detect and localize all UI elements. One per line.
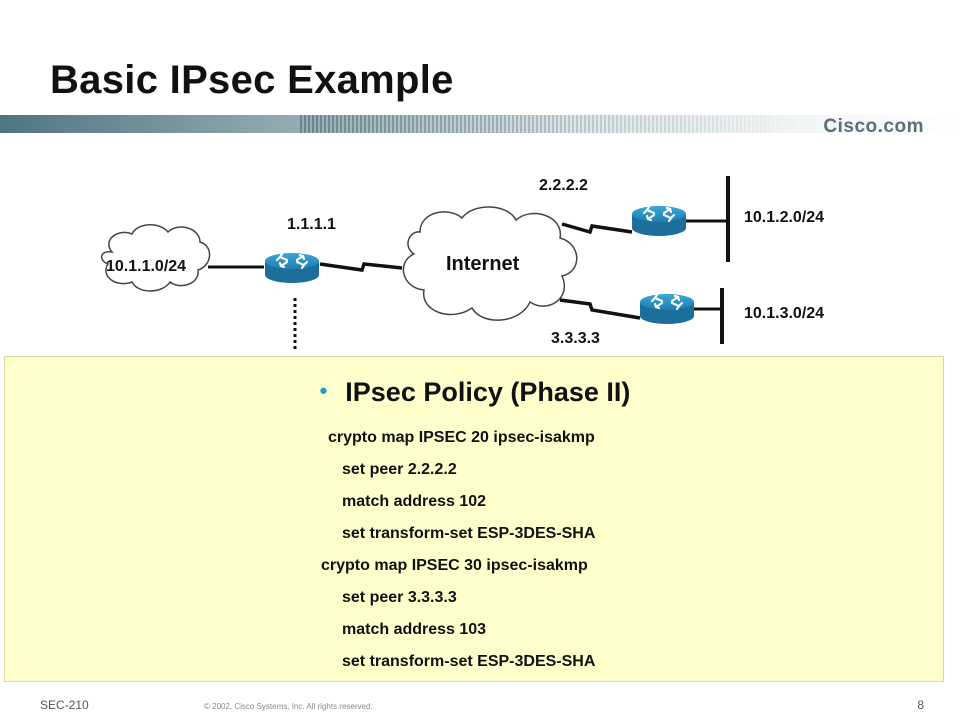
policy-line: match address 103 bbox=[342, 621, 487, 638]
network-bottom-label: 10.1.3.0/24 bbox=[744, 305, 825, 322]
router-bottom-ip: 3.3.3.3 bbox=[551, 330, 600, 347]
policy-line: crypto map IPSEC 30 ipsec-isakmp bbox=[321, 557, 588, 574]
header-band bbox=[0, 115, 960, 133]
page-number: 8 bbox=[917, 698, 924, 712]
router-icon bbox=[630, 204, 688, 238]
slide-id: SEC-210 bbox=[40, 698, 89, 712]
policy-line: set peer 2.2.2.2 bbox=[342, 461, 457, 478]
policy-line: set peer 3.3.3.3 bbox=[342, 589, 457, 606]
policy-line: crypto map IPSEC 20 ipsec-isakmp bbox=[328, 429, 595, 446]
serial-link-icon bbox=[561, 222, 633, 235]
policy-line: match address 102 bbox=[342, 493, 487, 510]
router-top-ip: 2.2.2.2 bbox=[539, 177, 588, 194]
policy-line: set transform-set ESP-3DES-SHA bbox=[342, 525, 596, 542]
cloud-icon bbox=[402, 206, 578, 321]
router-icon bbox=[263, 251, 321, 285]
serial-link-icon bbox=[559, 298, 641, 320]
network-top-label: 10.1.2.0/24 bbox=[744, 209, 825, 226]
router-icon bbox=[638, 292, 696, 326]
policy-heading-text: IPsec Policy (Phase II) bbox=[345, 377, 631, 407]
bullet-icon: • bbox=[319, 378, 328, 403]
serial-link-icon bbox=[319, 262, 403, 272]
lan-cloud-left bbox=[100, 224, 211, 292]
policy-line: set transform-set ESP-3DES-SHA bbox=[342, 653, 596, 670]
policy-heading: • IPsec Policy (Phase II) bbox=[5, 377, 945, 408]
internet-label: Internet bbox=[446, 253, 520, 275]
lan-left-label: 10.1.1.0/24 bbox=[106, 258, 187, 275]
brand-logo-text: Cisco.com bbox=[823, 116, 924, 137]
page-title: Basic IPsec Example bbox=[50, 58, 454, 102]
policy-panel: • IPsec Policy (Phase II) crypto map IPSE… bbox=[4, 356, 944, 682]
router-left-ip: 1.1.1.1 bbox=[287, 216, 336, 233]
network-diagram bbox=[100, 176, 730, 352]
copyright: © 2002, Cisco Systems, Inc. All rights r… bbox=[204, 702, 373, 711]
